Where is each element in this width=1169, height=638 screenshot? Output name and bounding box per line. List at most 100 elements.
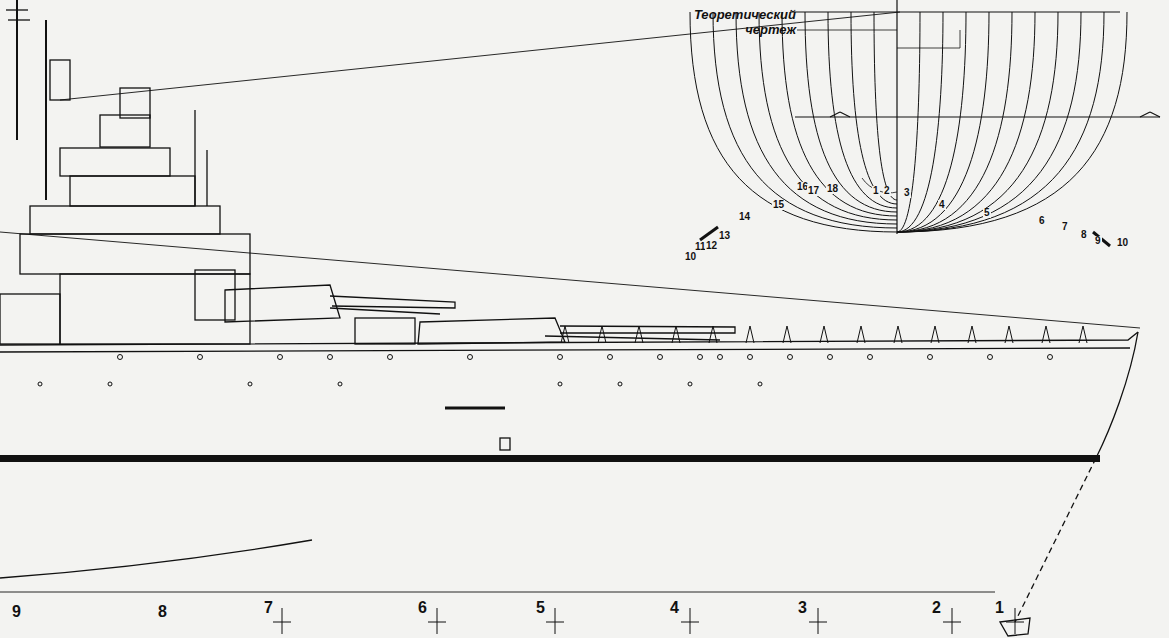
- station-number: 5: [983, 208, 991, 218]
- frame-number: 8: [158, 604, 167, 620]
- porthole: [748, 355, 753, 360]
- porthole: [758, 382, 762, 386]
- frame-number: 3: [798, 600, 807, 616]
- station-number: 8: [1080, 230, 1088, 240]
- porthole: [658, 355, 663, 360]
- frame-mark: [1015, 608, 1016, 634]
- stanchion: [635, 326, 643, 343]
- section-line: [713, 12, 897, 228]
- frame-mark: [282, 608, 283, 634]
- stanchion: [672, 326, 680, 343]
- waterline: [0, 455, 1100, 462]
- station-number: 7: [1061, 222, 1069, 232]
- frame-number: 4: [670, 600, 679, 616]
- porthole: [118, 355, 123, 360]
- section-line: [897, 12, 1104, 232]
- station-number: 6: [1038, 216, 1046, 226]
- station-number: 14: [738, 212, 751, 222]
- porthole: [248, 382, 252, 386]
- stanchion: [931, 326, 939, 343]
- section-line: [782, 12, 897, 216]
- frame-mark: [952, 608, 953, 634]
- section-line: [897, 12, 1058, 232]
- stanchion: [746, 326, 754, 343]
- section-line: [897, 12, 943, 232]
- stanchion: [1042, 326, 1050, 343]
- porthole: [468, 355, 473, 360]
- frame-mark: [681, 622, 699, 623]
- frame-mark: [690, 608, 691, 634]
- section-line: [805, 12, 897, 212]
- stanchion: [1005, 326, 1013, 343]
- frame-number: 7: [264, 600, 273, 616]
- section-line: [897, 12, 920, 232]
- section-line: [897, 12, 966, 232]
- porthole: [868, 355, 873, 360]
- porthole: [608, 355, 613, 360]
- stanchion: [561, 326, 569, 343]
- frame-mark: [818, 608, 819, 634]
- station-number: 10: [684, 252, 697, 262]
- station-number: 3: [903, 188, 911, 198]
- section-line: [897, 12, 1081, 232]
- stanchion: [1079, 326, 1087, 343]
- frame-number: 2: [932, 600, 941, 616]
- station-number: 15: [772, 200, 785, 210]
- station-number: 4: [938, 200, 946, 210]
- frame-mark: [437, 608, 438, 634]
- stanchion: [820, 326, 828, 343]
- frame-mark: [555, 608, 556, 634]
- porthole: [718, 355, 723, 360]
- frame-mark: [943, 622, 961, 623]
- station-number: 9: [1094, 236, 1102, 246]
- station-number: 2: [883, 186, 891, 196]
- porthole: [618, 382, 622, 386]
- section-line: [736, 12, 897, 224]
- stanchion: [709, 326, 717, 343]
- station-number: 10: [1116, 238, 1129, 248]
- frame-mark: [1006, 622, 1024, 623]
- porthole: [988, 355, 993, 360]
- station-number: 18: [826, 184, 839, 194]
- porthole: [558, 355, 563, 360]
- porthole: [38, 382, 42, 386]
- porthole: [928, 355, 933, 360]
- frame-mark: [809, 622, 827, 623]
- section-line: [874, 12, 897, 200]
- porthole: [688, 382, 692, 386]
- stanchion: [968, 326, 976, 343]
- frame-number: 5: [536, 600, 545, 616]
- porthole: [198, 355, 203, 360]
- frame-mark: [428, 622, 446, 623]
- porthole: [558, 382, 562, 386]
- frame-number: 6: [418, 600, 427, 616]
- porthole: [828, 355, 833, 360]
- section-line: [759, 12, 897, 220]
- section-line: [690, 12, 897, 232]
- station-number: 13: [718, 231, 731, 241]
- drawing-title: Теоретический чертеж: [692, 8, 796, 38]
- porthole: [388, 355, 393, 360]
- station-number: 17: [807, 186, 820, 196]
- stanchion: [598, 326, 606, 343]
- frame-number: 9: [12, 604, 21, 620]
- station-number: 12: [705, 241, 718, 251]
- stanchion: [857, 326, 865, 343]
- station-number: 1: [872, 186, 880, 196]
- porthole: [108, 382, 112, 386]
- porthole: [1048, 355, 1053, 360]
- section-line: [897, 12, 1127, 232]
- frame-mark: [273, 622, 291, 623]
- stanchion: [894, 326, 902, 343]
- porthole: [328, 355, 333, 360]
- section-line: [851, 12, 897, 204]
- porthole: [278, 355, 283, 360]
- stanchion: [783, 326, 791, 343]
- frame-number: 1: [995, 600, 1004, 616]
- section-line: [897, 12, 989, 232]
- frame-mark: [546, 622, 564, 623]
- porthole: [698, 355, 703, 360]
- section-line: [897, 12, 1012, 232]
- porthole: [338, 382, 342, 386]
